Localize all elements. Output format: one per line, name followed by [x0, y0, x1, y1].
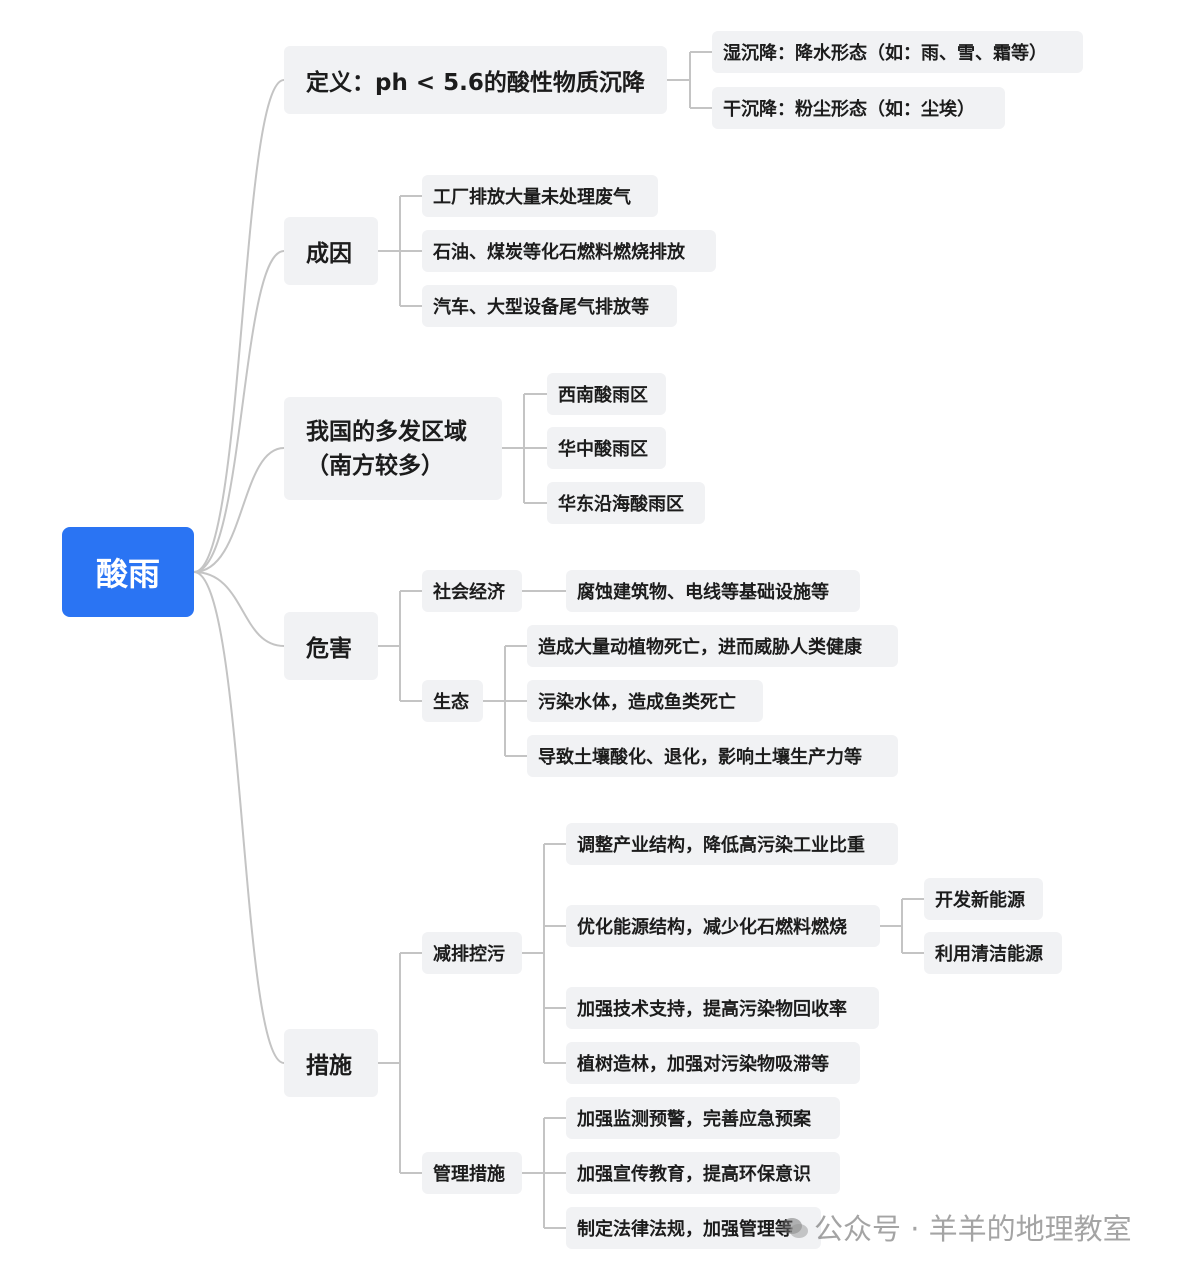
node-measure-manage[interactable]: 管理措施	[422, 1152, 522, 1194]
watermark: 公众号 · 羊羊的地理教室	[780, 1206, 1132, 1248]
node-cause-factory[interactable]: 工厂排放大量未处理废气	[422, 175, 658, 217]
node-energy-clean[interactable]: 利用清洁能源	[924, 932, 1062, 974]
node-eco-death[interactable]: 造成大量动植物死亡，进而威胁人类健康	[527, 625, 898, 667]
node-eco-soil[interactable]: 导致土壤酸化、退化，影响土壤生产力等	[527, 735, 898, 777]
node-harm-eco[interactable]: 生态	[422, 680, 483, 722]
node-regions[interactable]: 我国的多发区域 （南方较多）	[284, 397, 502, 500]
node-region-east[interactable]: 华东沿海酸雨区	[547, 482, 705, 524]
node-manage-education[interactable]: 加强宣传教育，提高环保意识	[566, 1152, 840, 1194]
node-measures[interactable]: 措施	[284, 1029, 378, 1097]
watermark-text: 公众号 · 羊羊的地理教室	[814, 1212, 1132, 1246]
root-node[interactable]: 酸雨	[62, 527, 194, 617]
node-reduce-industry[interactable]: 调整产业结构，降低高污染工业比重	[566, 823, 898, 865]
node-harm-social[interactable]: 社会经济	[422, 570, 522, 612]
node-reduce-trees[interactable]: 植树造林，加强对污染物吸滞等	[566, 1042, 860, 1084]
node-dry-deposition[interactable]: 干沉降：粉尘形态（如：尘埃）	[712, 87, 1005, 129]
node-region-southwest[interactable]: 西南酸雨区	[547, 373, 666, 415]
node-regions-line1: 我国的多发区域	[306, 418, 467, 445]
node-causes[interactable]: 成因	[284, 217, 378, 285]
node-manage-monitor[interactable]: 加强监测预警，完善应急预案	[566, 1097, 840, 1139]
node-definition[interactable]: 定义：ph < 5.6的酸性物质沉降	[284, 46, 667, 114]
wechat-icon	[782, 1218, 808, 1238]
node-cause-vehicle[interactable]: 汽车、大型设备尾气排放等	[422, 285, 677, 327]
node-measure-reduce[interactable]: 减排控污	[422, 932, 522, 974]
node-reduce-energy[interactable]: 优化能源结构，减少化石燃料燃烧	[566, 905, 880, 947]
node-harm-infrastructure[interactable]: 腐蚀建筑物、电线等基础设施等	[566, 570, 860, 612]
node-reduce-tech[interactable]: 加强技术支持，提高污染物回收率	[566, 987, 879, 1029]
node-energy-new[interactable]: 开发新能源	[924, 878, 1043, 920]
node-eco-water[interactable]: 污染水体，造成鱼类死亡	[527, 680, 763, 722]
node-harm[interactable]: 危害	[284, 612, 378, 680]
node-manage-law[interactable]: 制定法律法规，加强管理等	[566, 1207, 821, 1249]
node-cause-fossil[interactable]: 石油、煤炭等化石燃料燃烧排放	[422, 230, 716, 272]
node-regions-line2: （南方较多）	[306, 452, 444, 479]
node-wet-deposition[interactable]: 湿沉降：降水形态（如：雨、雪、霜等）	[712, 31, 1083, 73]
node-region-central[interactable]: 华中酸雨区	[547, 427, 666, 469]
